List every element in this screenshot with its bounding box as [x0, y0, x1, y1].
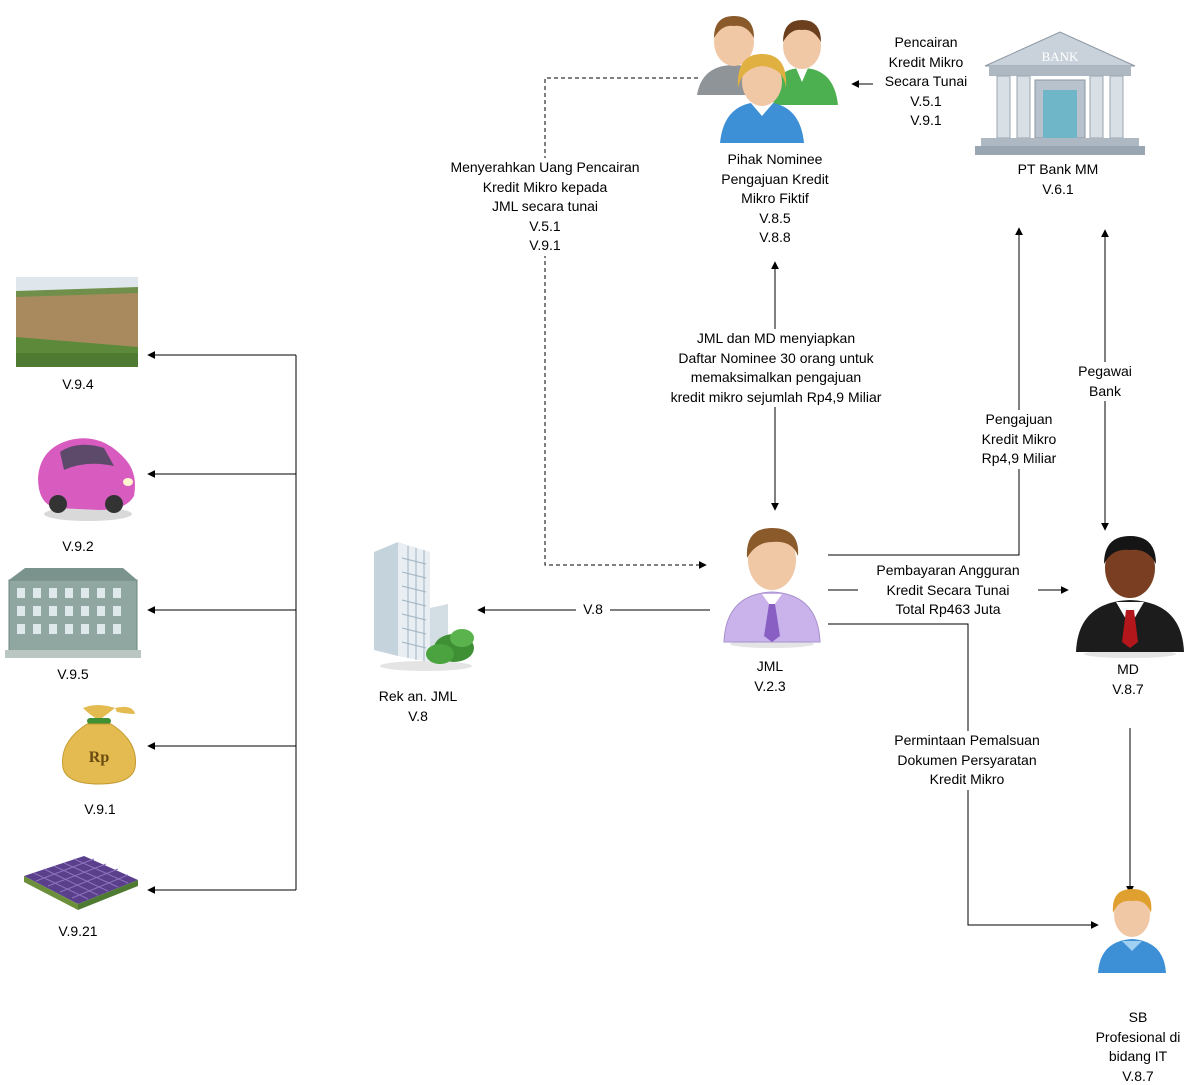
asset-label-building: V.9.5 [33, 665, 113, 685]
bank-sign-text: BANK [1042, 49, 1079, 64]
edge-label-jml-to-rek: V.8 [576, 600, 610, 620]
office-tower-icon [374, 542, 474, 671]
edge-jml-to-bank [828, 227, 1023, 556]
md-businessman-icon [1076, 536, 1184, 658]
nominee-group-icon [697, 16, 838, 143]
money-bag-text: Rp [89, 749, 110, 766]
money-bag-icon: Rp [62, 705, 136, 785]
farmland-photo [16, 277, 138, 367]
asset-label-plot: V.9.21 [38, 922, 118, 942]
edge-nominee-to-jml [544, 77, 707, 569]
jml-person-icon [723, 528, 821, 648]
pink-car-icon [38, 438, 135, 521]
asset-label-money: V.9.1 [60, 800, 140, 820]
sb-person-icon [1098, 889, 1166, 973]
bank-building-icon: BANK [975, 31, 1145, 155]
building-icon [5, 568, 141, 658]
asset-label-land: V.9.4 [38, 375, 118, 395]
plantation-plot-icon [24, 856, 138, 910]
asset-label-car: V.9.2 [38, 537, 118, 557]
